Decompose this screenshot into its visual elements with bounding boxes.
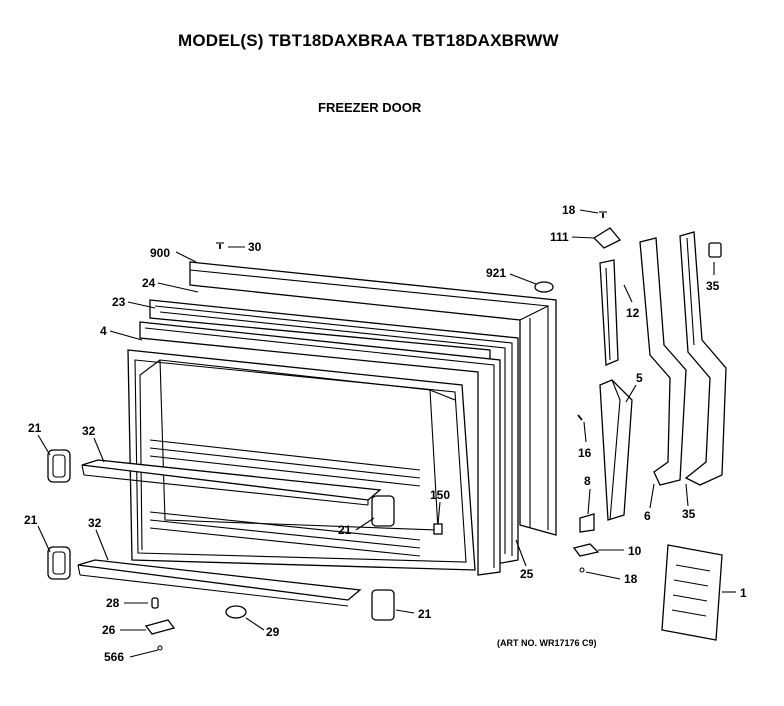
clip-8	[579, 513, 595, 533]
bracket-111	[592, 227, 622, 249]
callout-16: 16	[578, 446, 592, 460]
screw-18-top	[599, 211, 607, 218]
rail-end-cap-right-lower	[371, 589, 395, 621]
callout-111: 111	[550, 230, 569, 244]
callout-21-right-lower: 21	[418, 607, 432, 621]
callout-35-top: 35	[706, 279, 720, 293]
callout-1: 1	[740, 586, 747, 600]
model-title: MODEL(S) TBT18DAXBRAA TBT18DAXBRWW	[178, 31, 559, 50]
callout-10: 10	[628, 544, 642, 558]
callout-26: 26	[102, 623, 116, 637]
rail-end-cap-right-upper	[371, 495, 395, 527]
callout-12: 12	[626, 306, 640, 320]
shelf-rail-lower	[77, 559, 362, 607]
callout-23: 23	[112, 295, 126, 309]
callout-6: 6	[644, 509, 651, 523]
shelf-rail-upper	[81, 459, 382, 506]
part-566	[157, 645, 163, 651]
screw-16	[577, 414, 583, 421]
part-150	[433, 523, 443, 535]
callout-35-bottom: 35	[682, 507, 696, 521]
screw-30	[216, 242, 224, 249]
inner-door-liner	[127, 349, 476, 571]
callout-566: 566	[104, 650, 124, 664]
hinge-bar-12	[599, 259, 619, 366]
callout-21-lower-left: 21	[24, 513, 38, 527]
callout-5: 5	[636, 371, 643, 385]
plug-921	[534, 281, 554, 293]
door-gasket-frames	[139, 299, 519, 576]
callout-32-upper: 32	[82, 424, 96, 438]
part-28	[151, 597, 159, 609]
callout-18-bottom: 18	[624, 572, 638, 586]
door-stop-bar-35	[679, 231, 727, 486]
rail-end-cap-left-lower	[47, 546, 71, 580]
outer-door-panel	[189, 261, 557, 536]
small-block-35	[708, 242, 722, 258]
callout-28: 28	[106, 596, 120, 610]
callout-25: 25	[520, 567, 534, 581]
part-29	[225, 605, 247, 619]
leader-lines	[37, 209, 736, 658]
callout-24: 24	[142, 276, 156, 290]
callout-29: 29	[266, 625, 280, 639]
callout-18-top: 18	[562, 203, 576, 217]
callout-8: 8	[584, 474, 591, 488]
callout-30: 30	[248, 240, 262, 254]
clip-10	[572, 543, 600, 557]
door-stop-bar-6	[639, 237, 687, 486]
callout-21-upper-left: 21	[28, 421, 42, 435]
hinge-bracket-5	[599, 379, 633, 521]
screw-18-bottom	[579, 567, 585, 573]
instruction-card-1	[661, 544, 723, 641]
callout-900: 900	[150, 246, 170, 260]
callout-150: 150	[430, 488, 450, 502]
callout-32-lower: 32	[88, 516, 102, 530]
callout-921: 921	[486, 266, 506, 280]
rail-end-cap-left-upper	[47, 449, 71, 483]
part-26	[144, 619, 176, 635]
art-number: (ART NO. WR17176 C9)	[497, 638, 597, 648]
callout-21-right-upper: 21	[338, 523, 352, 537]
section-title: FREEZER DOOR	[318, 100, 422, 115]
callout-4: 4	[100, 324, 107, 338]
